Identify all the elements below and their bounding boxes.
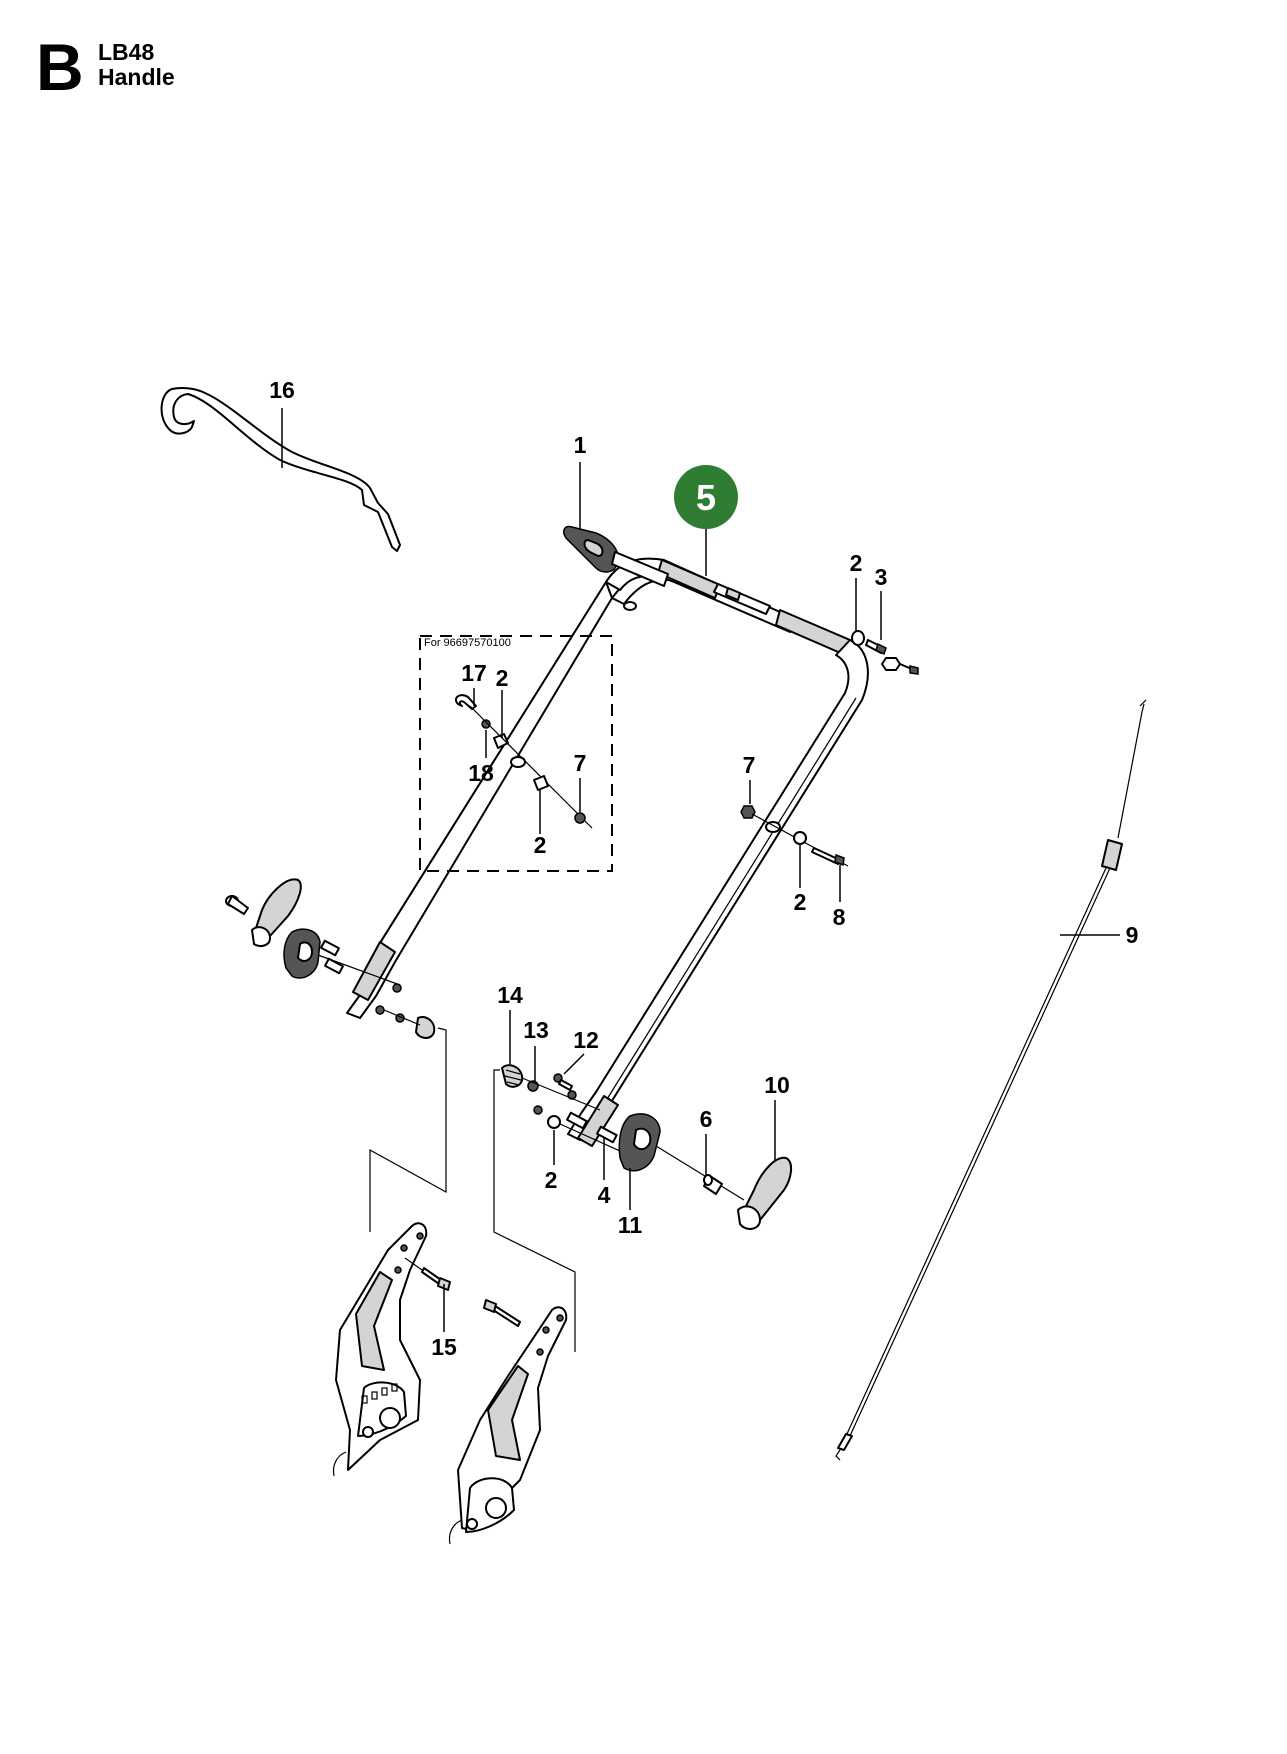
part-7-nut-right[interactable] [740,805,756,819]
part-2-washer-right[interactable] [793,831,807,845]
part-7-nut-note [574,812,586,824]
part-16-bail-rod[interactable] [160,387,401,552]
left-mounting-bracket[interactable] [332,1222,428,1477]
callout-3[interactable]: 3 [875,564,888,590]
callout-1[interactable]: 1 [574,432,587,458]
callout-11[interactable]: 11 [618,1212,643,1238]
part-4-spacer[interactable] [566,1111,618,1144]
part-15-bolt[interactable] [421,1267,451,1291]
callout-2-note-lower[interactable]: 2 [534,832,547,858]
note-box-text: For 96697570100 [424,637,511,649]
section-letter: B [36,30,84,104]
part-18-nut [481,719,491,729]
callout-2-bottom[interactable]: 2 [545,1167,558,1193]
part-2-washer-top[interactable] [851,630,865,646]
part-11-knob-hub[interactable] [618,1113,661,1172]
left-knob-hub[interactable] [283,928,344,979]
bolt-right-bracket[interactable] [483,1299,521,1327]
part-2-washer-bottom[interactable] [533,1105,561,1129]
cable-clamp-top[interactable] [713,583,771,615]
callout-15[interactable]: 15 [431,1334,457,1360]
nut-top-right[interactable] [881,657,919,675]
callout-12[interactable]: 12 [573,1027,599,1053]
callout-16[interactable]: 16 [269,377,295,403]
callout-6[interactable]: 6 [700,1106,713,1132]
callout-13[interactable]: 13 [523,1017,549,1043]
callout-14[interactable]: 14 [497,982,523,1008]
callout-17[interactable]: 17 [461,660,487,686]
highlight-callout-5[interactable]: 5 [674,465,738,529]
callout-18[interactable]: 18 [468,760,494,786]
callout-10[interactable]: 10 [764,1072,790,1098]
callout-9[interactable]: 9 [1126,922,1139,948]
callout-labels: 16 1 2 3 17 2 18 7 2 7 2 8 9 14 13 12 10… [269,377,1138,1360]
part-2-washer-note-lower [533,775,549,791]
leader-lines [281,408,1120,1332]
part-8-bolt-right[interactable] [811,847,845,867]
part-2-washer-note-upper [493,733,509,749]
callout-8[interactable]: 8 [833,904,846,930]
left-small-screws[interactable] [375,983,436,1039]
part-10-lever[interactable] [737,1156,792,1230]
callout-2-top[interactable]: 2 [850,550,863,576]
part-6-pin[interactable] [703,1174,723,1195]
part-3-screw-top[interactable] [865,639,887,656]
part-12-screw[interactable] [553,1073,577,1100]
right-mounting-bracket[interactable] [448,1306,568,1545]
callout-2-right[interactable]: 2 [794,889,807,915]
callout-4[interactable]: 4 [598,1182,611,1208]
part-1-control-grip[interactable] [563,525,669,587]
highlight-label: 5 [696,477,716,518]
diagram-title: Handle [98,64,175,90]
note-box-group: For 96697570100 [419,635,613,872]
part-9-cable[interactable] [835,699,1147,1461]
model-name: LB48 [98,39,155,65]
part-17-hook [454,694,477,710]
callout-2-note-upper[interactable]: 2 [496,665,509,691]
callout-7-right[interactable]: 7 [743,752,756,778]
highlight-circle [674,465,738,529]
left-knob-lever[interactable] [225,878,302,947]
callout-7-note[interactable]: 7 [574,750,587,776]
part-14-spring[interactable] [501,1064,524,1088]
